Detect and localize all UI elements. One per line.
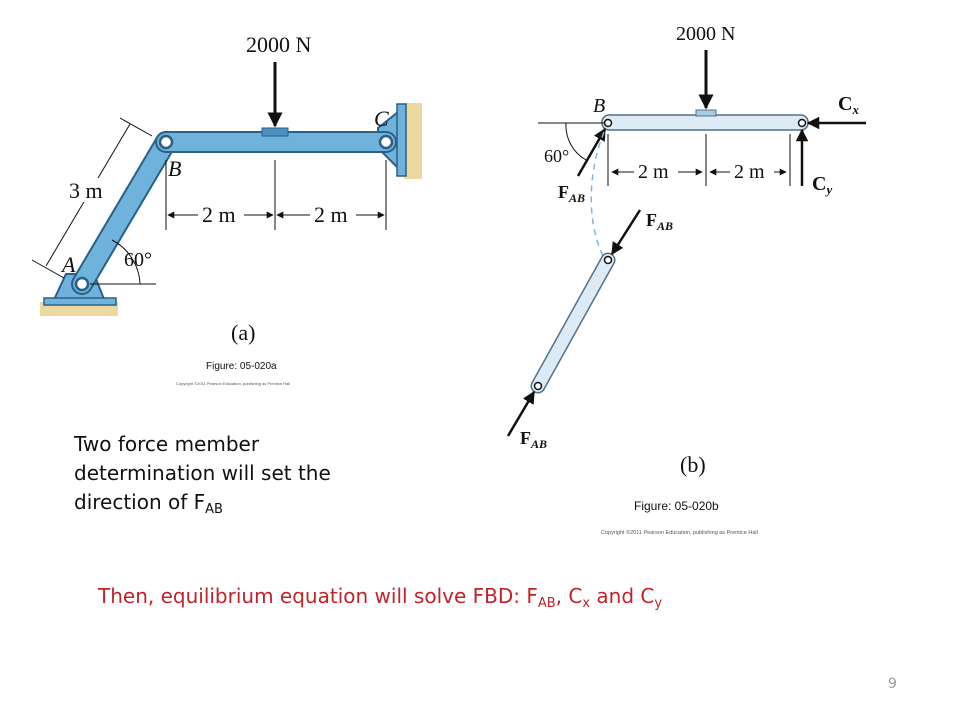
caption-b: Figure: 05-020b [634, 499, 719, 513]
member-ab-fill [73, 133, 175, 293]
cy-label: Cy [812, 173, 832, 197]
note-line-1: Two force member [74, 432, 260, 456]
note-line-2: determination will set the [74, 461, 331, 485]
angle-label-a: 60° [124, 249, 152, 271]
wall-plate-c [396, 103, 407, 177]
page-number: 9 [888, 676, 897, 692]
dashed-connector [590, 131, 605, 259]
angle-arc-a [111, 239, 141, 285]
load-pad-b [695, 109, 717, 117]
figure-b: 2000 N B Cx Cy 2 m 2 m 60° FAB [506, 23, 866, 536]
load-label-a: 2000 N [246, 32, 312, 57]
fab-arrow-member-bottom [506, 390, 536, 437]
dim-ab-tick-bottom [31, 259, 65, 279]
pin-a-member [533, 381, 543, 391]
part-label-b: (b) [680, 452, 706, 477]
fab-label-member-top: FAB [646, 210, 673, 233]
member-ab-fbd [532, 254, 614, 392]
load-label-b: 2000 N [676, 23, 735, 45]
pin-b-member [603, 255, 613, 265]
copyright-b: Copyright ©2011 Pearson Education, publi… [601, 529, 758, 536]
pin-a [74, 276, 90, 292]
pin-c [378, 134, 394, 150]
equilibrium-conclusion: Then, equilibrium equation will solve FB… [98, 584, 663, 611]
caption-a: Figure: 05-020a [206, 361, 277, 372]
label-b: B [168, 156, 181, 181]
fab-label-member-bottom: FAB [520, 428, 547, 451]
dim-right-label-a: 2 m [314, 202, 348, 227]
wall-c [404, 103, 422, 179]
angle-label-b: 60° [544, 146, 569, 166]
base-plate-a [43, 297, 117, 306]
load-pad-a [261, 127, 289, 137]
two-force-note: Two force member determination will set … [74, 430, 404, 524]
pin-b [158, 134, 174, 150]
figure-a: 2000 N A B C 3 m 2 m 2 m 60° (a) Figure:… [31, 32, 422, 386]
dim-left-label-b: 2 m [638, 161, 669, 183]
angle-arc-b [565, 122, 587, 161]
fab-label-beam: FAB [558, 182, 585, 205]
dim-ab-label: 3 m [69, 178, 103, 203]
part-label-a: (a) [231, 320, 255, 345]
fab-arrow-beam [576, 127, 607, 177]
cx-label: Cx [838, 93, 859, 117]
dim-left-label-a: 2 m [202, 202, 236, 227]
label-b-fbd: B [593, 95, 605, 117]
pin-b-fbd [603, 118, 613, 128]
label-c: C [374, 106, 389, 131]
fab-arrow-member-top [610, 209, 642, 256]
dim-ab-tick-top [119, 117, 153, 137]
copyright-a: Copyright ©2011 Pearson Education, publi… [176, 381, 290, 386]
dim-right-label-b: 2 m [734, 161, 765, 183]
note-line-3: direction of FAB [74, 490, 223, 517]
beam-bc-fbd [601, 114, 809, 131]
pin-c-fbd [797, 118, 807, 128]
label-a: A [60, 252, 76, 277]
